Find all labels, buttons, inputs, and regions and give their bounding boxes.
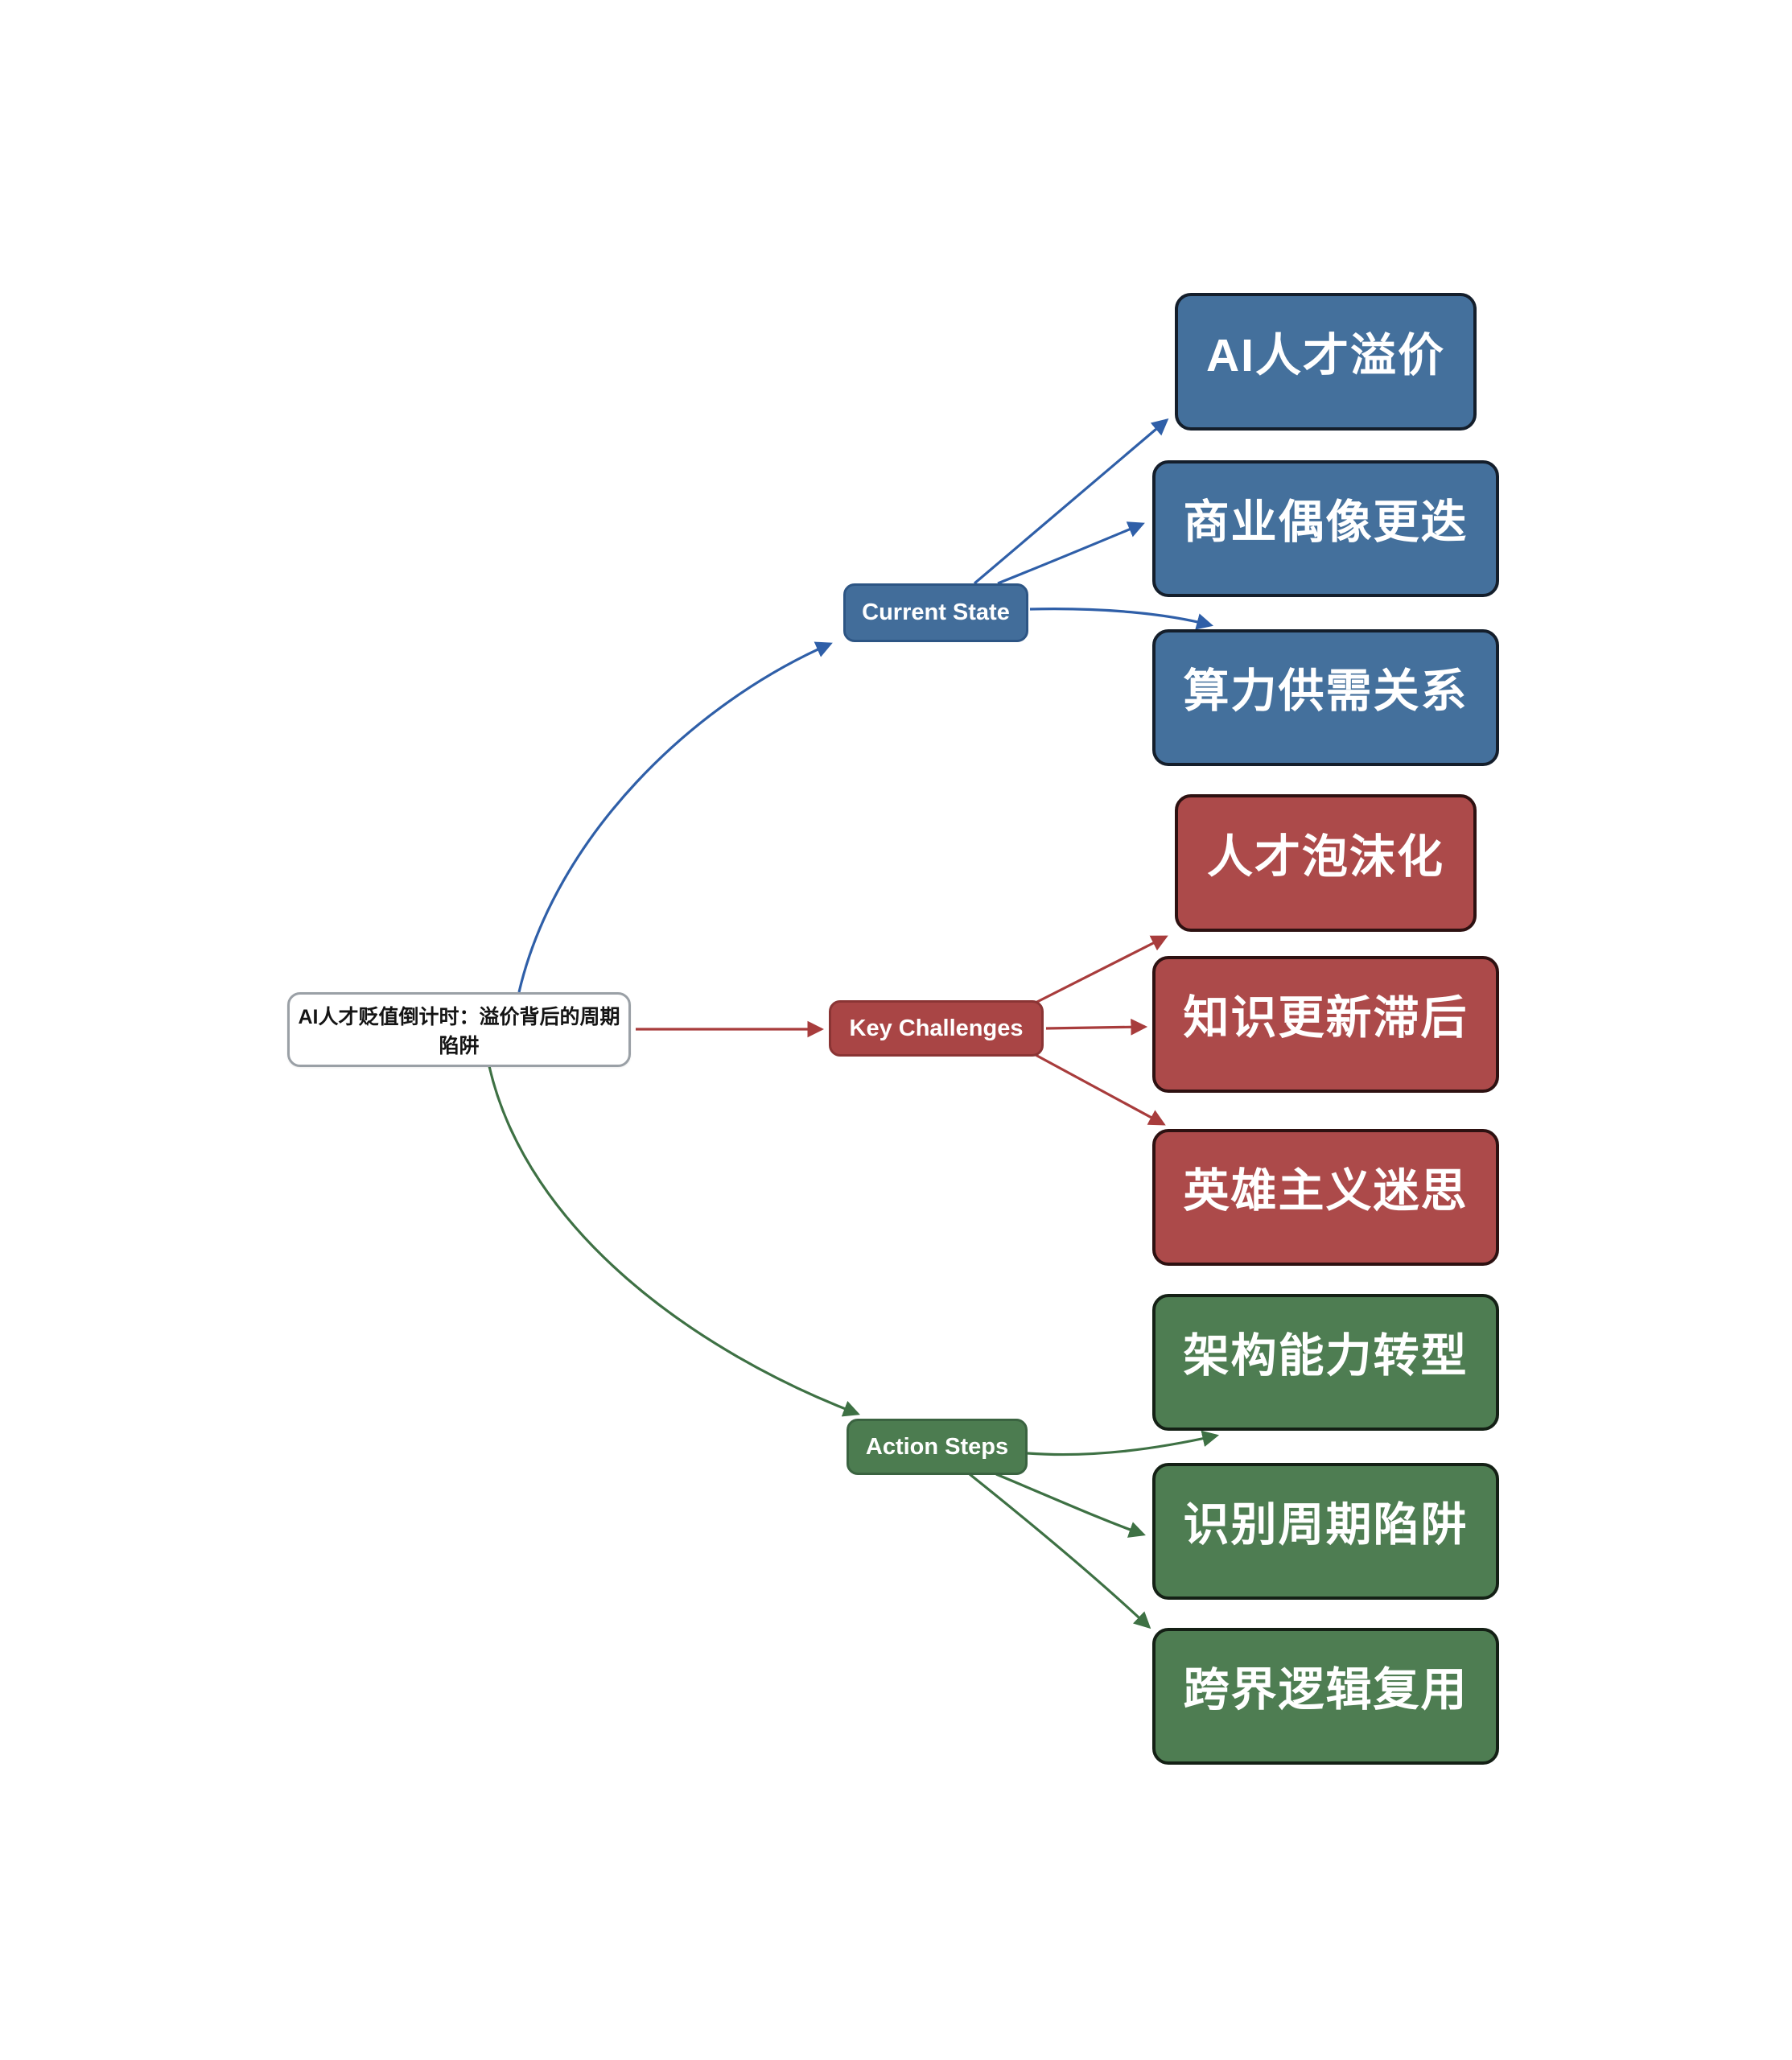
edge-key-challenges-to-knowledge-lag: [1045, 1018, 1148, 1036]
leaf-node-business-idol[interactable]: 商业偶像更迭: [1152, 460, 1499, 597]
leaf-node-compute-supply[interactable]: 算力供需关系: [1152, 629, 1499, 766]
edge-key-challenges-to-talent-bubble: [1035, 935, 1168, 1004]
leaf-label-ai-talent-premium: AI人才溢价: [1206, 329, 1445, 381]
leaf-label-heroism-myth: 英雄主义迷思: [1183, 1165, 1469, 1217]
leaf-node-ai-talent-premium[interactable]: AI人才溢价: [1175, 293, 1477, 431]
branch-label-action-steps: Action Steps: [865, 1433, 1009, 1460]
leaf-label-crossover-logic: 跨界逻辑复用: [1183, 1664, 1469, 1716]
central-topic-label: AI人才贬值倒计时：溢价背后的周期陷阱: [298, 1005, 620, 1057]
edge-action-steps-to-crossover-logic: [969, 1473, 1151, 1629]
branch-node-action-steps[interactable]: Action Steps: [847, 1419, 1028, 1475]
leaf-node-cycle-trap[interactable]: 识别周期陷阱: [1152, 1463, 1499, 1600]
edge-central-to-action-steps: [488, 1065, 860, 1417]
leaf-node-architecture-shift[interactable]: 架构能力转型: [1152, 1294, 1499, 1431]
edge-key-challenges-to-heroism-myth: [1035, 1053, 1166, 1126]
edge-current-state-to-ai-talent-premium: [973, 418, 1169, 585]
leaf-label-talent-bubble: 人才泡沫化: [1207, 830, 1444, 883]
edge-central-to-current-state: [517, 641, 833, 993]
central-topic-node[interactable]: AI人才贬值倒计时：溢价背后的周期陷阱: [287, 992, 631, 1067]
branch-label-key-challenges: Key Challenges: [849, 1015, 1024, 1041]
edge-current-state-to-compute-supply: [1029, 608, 1214, 630]
leaf-node-talent-bubble[interactable]: 人才泡沫化: [1175, 794, 1477, 932]
leaf-label-cycle-trap: 识别周期陷阱: [1183, 1499, 1469, 1551]
leaf-label-knowledge-lag: 知识更新滞后: [1183, 992, 1469, 1044]
leaf-node-knowledge-lag[interactable]: 知识更新滞后: [1152, 956, 1499, 1093]
branch-label-current-state: Current State: [862, 599, 1010, 625]
leaf-label-business-idol: 商业偶像更迭: [1183, 496, 1469, 548]
leaf-node-crossover-logic[interactable]: 跨界逻辑复用: [1152, 1628, 1499, 1765]
edge-action-steps-to-cycle-trap: [995, 1473, 1146, 1538]
leaf-node-heroism-myth[interactable]: 英雄主义迷思: [1152, 1129, 1499, 1266]
edge-action-steps-to-architecture-shift: [1027, 1430, 1220, 1456]
branch-node-current-state[interactable]: Current State: [843, 583, 1028, 642]
leaf-label-architecture-shift: 架构能力转型: [1183, 1330, 1469, 1382]
edge-current-state-to-business-idol: [997, 521, 1145, 585]
leaf-label-compute-supply: 算力供需关系: [1183, 665, 1469, 717]
branch-node-key-challenges[interactable]: Key Challenges: [829, 1000, 1044, 1057]
